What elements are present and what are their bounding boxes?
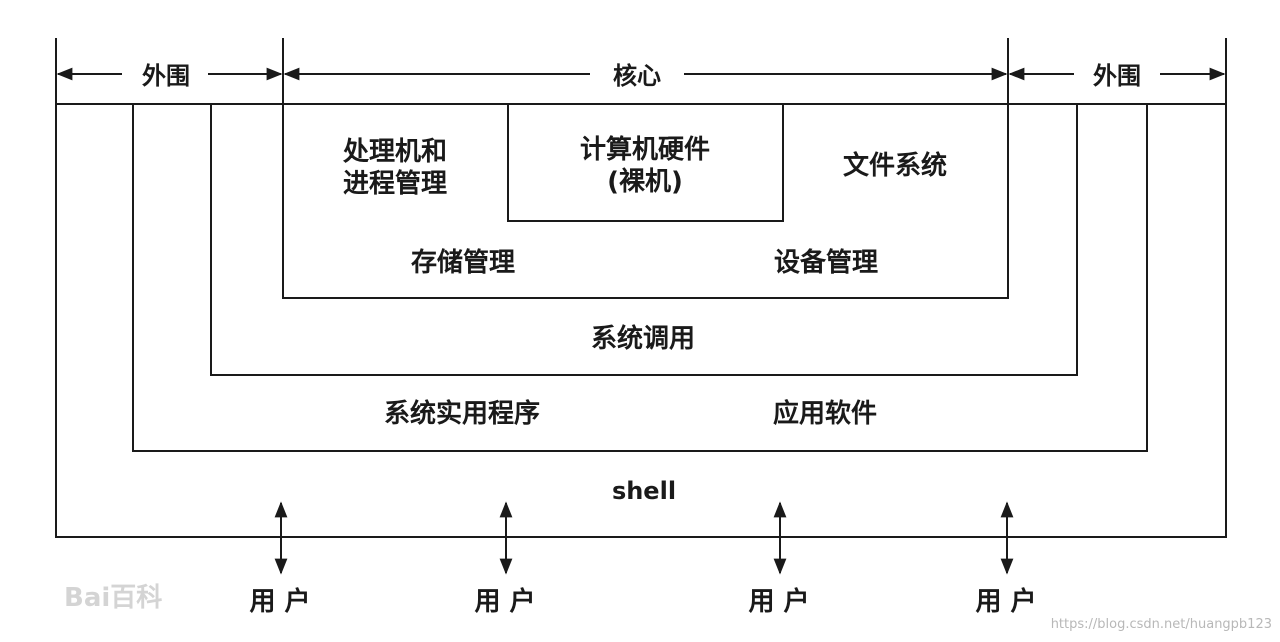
outer-right-label: 外围 xyxy=(1093,62,1141,90)
shell-layer xyxy=(55,103,1227,538)
user-label: 用 户 xyxy=(474,586,535,617)
core-layer xyxy=(282,104,1009,299)
core-label: 核心 xyxy=(613,62,661,90)
user-label: 用 户 xyxy=(249,586,310,617)
syscall-layer xyxy=(210,104,1078,376)
user-label: 用 户 xyxy=(975,586,1036,617)
csdn-watermark: https://blog.csdn.net/huangpb123 xyxy=(1051,617,1272,632)
hardware-box xyxy=(507,104,784,222)
baidu-watermark: Bai百科 xyxy=(64,583,162,613)
hardware-label-line2: (裸机) xyxy=(607,167,683,197)
file-system-label: 文件系统 xyxy=(843,150,947,181)
processor-label-line2: 进程管理 xyxy=(343,169,447,199)
processor-label-line1: 处理机和 xyxy=(342,137,447,167)
utilities-label: 系统实用程序 xyxy=(384,398,540,429)
outer-left-label: 外围 xyxy=(142,62,190,90)
dimension-lines xyxy=(55,38,1227,110)
user-arrows xyxy=(274,501,1014,575)
applications-label: 应用软件 xyxy=(773,398,877,429)
syscall-label: 系统调用 xyxy=(591,323,695,354)
device-label: 设备管理 xyxy=(774,248,878,278)
user-label: 用 户 xyxy=(748,586,809,617)
shell-label: shell xyxy=(612,477,676,505)
utilities-layer xyxy=(132,104,1148,452)
storage-label: 存储管理 xyxy=(411,247,515,278)
hardware-label-line1: 计算机硬件 xyxy=(580,134,710,165)
layer-boxes xyxy=(55,103,1227,538)
